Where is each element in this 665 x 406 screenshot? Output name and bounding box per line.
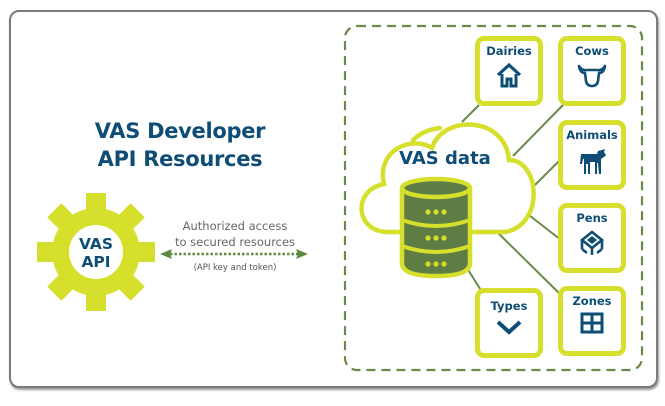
calf-icon bbox=[580, 149, 606, 174]
gear-label: VAS API bbox=[58, 235, 134, 271]
title-line-1: VAS Developer bbox=[94, 119, 266, 143]
connector-animals bbox=[534, 159, 561, 186]
pen-icon bbox=[579, 230, 605, 255]
connector-lines bbox=[461, 104, 564, 297]
resource-label: Dairies bbox=[486, 44, 532, 58]
diagram-frame bbox=[9, 10, 658, 388]
resource-pens: Pens bbox=[558, 203, 626, 273]
house-icon bbox=[496, 62, 522, 88]
resource-label: Types bbox=[490, 299, 528, 313]
chevron-down-icon bbox=[496, 320, 522, 335]
vas-boundary bbox=[343, 24, 644, 372]
resource-label: Cows bbox=[575, 44, 609, 58]
access-line-2: to secured resources bbox=[174, 235, 296, 249]
data-store-label: VAS data bbox=[399, 148, 491, 169]
resource-types: Types bbox=[475, 288, 543, 358]
grid-icon bbox=[580, 312, 604, 334]
page-title: VAS Developer API Resources bbox=[60, 117, 300, 173]
gear-label-line-1: VAS bbox=[78, 235, 114, 253]
resource-label: Zones bbox=[572, 294, 612, 308]
connector-cows bbox=[512, 104, 564, 157]
connector-pens bbox=[524, 211, 562, 241]
connector-dairies bbox=[461, 104, 480, 123]
access-description: Authorized access to secured resources bbox=[150, 218, 320, 250]
access-line-1: Authorized access bbox=[182, 219, 288, 233]
bidirectional-dotted-arrow bbox=[160, 249, 308, 259]
resource-cows: Cows bbox=[558, 36, 626, 106]
resource-dairies: Dairies bbox=[475, 36, 543, 106]
resource-label: Animals bbox=[566, 128, 618, 142]
database-icon bbox=[399, 176, 473, 279]
access-note: (API key and token) bbox=[193, 263, 277, 273]
connector-zones bbox=[489, 224, 563, 297]
gear-label-line-2: API bbox=[81, 253, 111, 271]
gear-icon bbox=[37, 193, 155, 311]
resource-animals: Animals bbox=[558, 120, 626, 190]
cow-head-icon bbox=[577, 64, 607, 88]
title-line-2: API Resources bbox=[97, 147, 263, 171]
resource-label: Pens bbox=[576, 211, 608, 225]
resource-zones: Zones bbox=[558, 286, 626, 356]
